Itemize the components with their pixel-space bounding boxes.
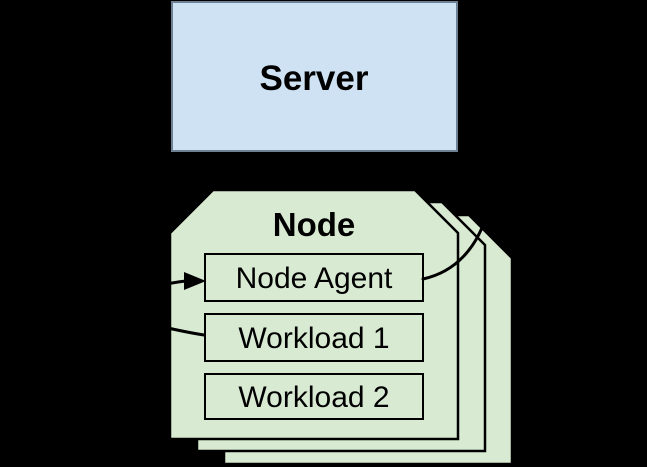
workload-2-box: Workload 2 (204, 373, 424, 420)
arrowhead-node-agent (184, 272, 206, 290)
workload-1-box: Workload 1 (204, 313, 424, 362)
node-title: Node (273, 206, 356, 243)
node-agent-box: Node Agent (204, 253, 424, 302)
edge-node-agent-to-upper-right (421, 156, 493, 281)
node-agent-rect (204, 253, 424, 302)
edges (53, 156, 493, 337)
server-label: Server (260, 59, 369, 98)
server-rect-border (171, 1, 458, 152)
workload-2-label: Workload 2 (238, 381, 389, 414)
server-box: Server (171, 1, 458, 152)
workload-1-rect (204, 313, 424, 362)
node-agent-label: Node Agent (236, 262, 393, 295)
edge-arrow-into-node-agent (58, 279, 188, 334)
server-rect (172, 2, 457, 151)
edge-into-workload-1 (53, 296, 206, 337)
workload-1-label: Workload 1 (238, 322, 389, 355)
workload-2-rect (204, 373, 424, 420)
